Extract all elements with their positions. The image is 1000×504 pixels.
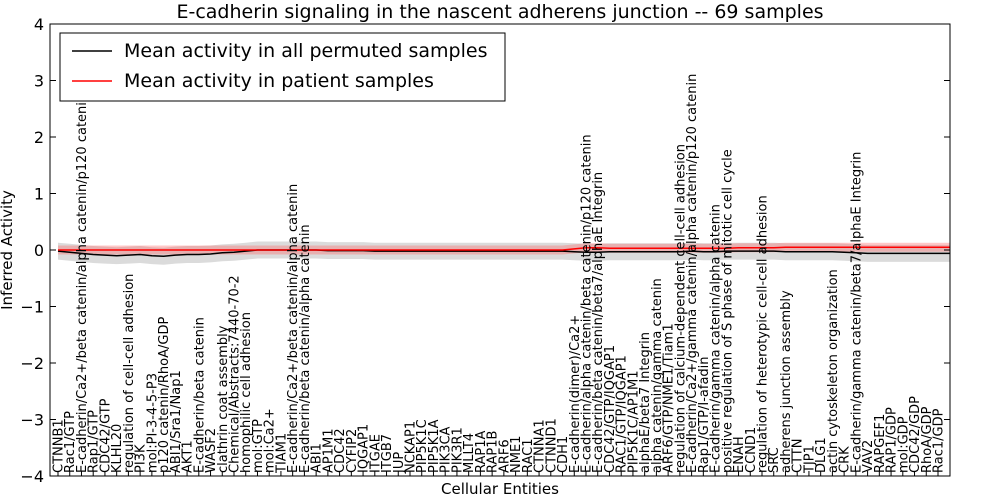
x-tick-label: Rac1/GDP xyxy=(932,408,947,473)
legend-box xyxy=(59,32,506,102)
band-permuted-spread xyxy=(58,241,950,265)
x-tick-label: PIP5K1A xyxy=(427,419,442,473)
x-tick-label: CTNNA1 xyxy=(533,419,548,473)
x-tick-label: ENAH xyxy=(732,436,747,473)
x-tick-label: CDC42/GTP xyxy=(98,398,113,473)
x-axis-label: Cellular Entities xyxy=(441,480,559,498)
x-tick-label: CDC42/GTP/IQGAP1 xyxy=(603,345,618,473)
x-tick-label: E-cadherin/alpha catenin/beta catenin/p1… xyxy=(580,134,595,473)
x-tick-label: CTNNB1 xyxy=(52,419,67,473)
x-tick-label: ITGAE xyxy=(368,434,383,473)
x-tick-label: alphaE/beta7 Integrin xyxy=(638,332,653,473)
line-patient xyxy=(58,246,950,251)
x-tick-label: PI3K xyxy=(134,444,149,473)
y-tick-label: −1 xyxy=(20,298,44,317)
x-tick-label: KLHL20 xyxy=(110,424,125,473)
x-tick-label: alpha catenin/gamma catenin xyxy=(650,278,665,473)
y-tick-label: 3 xyxy=(34,72,44,91)
x-tick-label: CCND1 xyxy=(744,427,759,473)
x-tick-label: SRC xyxy=(767,447,782,473)
x-tick-label: RAPGEF1 xyxy=(873,414,888,473)
x-tick-label: RAP1A xyxy=(474,430,489,473)
x-tick-label: mol:Ca2+ xyxy=(263,408,278,473)
x-tick-label: mol:GTP xyxy=(251,419,266,473)
x-tick-label: AP1M1 xyxy=(321,429,336,474)
x-tick-label: CTTN xyxy=(791,439,806,473)
legend: Mean activity in all permuted samples Me… xyxy=(59,32,506,102)
x-tick-label: VAV2 xyxy=(861,440,876,473)
x-tick-label: PIK3R1 xyxy=(450,427,465,473)
y-tick-label: 4 xyxy=(34,15,44,34)
x-tick-label: WASF2 xyxy=(204,428,219,473)
x-tick-label: positive regulation of S phase of mitoti… xyxy=(720,149,735,473)
y-axis-label: Inferred Activity xyxy=(0,190,16,310)
x-tick-label: ITGB7 xyxy=(380,434,395,473)
x-tick-label: DLG1 xyxy=(814,437,829,473)
x-tick-label: E-cadherin/beta catenin/alpha catenin xyxy=(298,224,313,473)
x-tick-label: Chemical/Abstracts:7440-70-2 xyxy=(228,275,243,473)
x-tick-label: E-cadherin/Ca2+/gamma catenin/alpha cate… xyxy=(685,74,700,473)
y-tick-label: 1 xyxy=(34,185,44,204)
x-tick-label: CRK xyxy=(838,446,853,473)
x-tick-label: E-cadherin/gamma catenin/alpha catenin xyxy=(709,204,724,473)
y-tick-label: 2 xyxy=(34,128,44,147)
x-tick-label: CDC42 xyxy=(333,428,348,473)
x-tick-label: PIP5K1C xyxy=(415,419,430,473)
x-tick-label: JUP xyxy=(392,452,407,474)
x-tick-label: ARF6 xyxy=(497,439,512,473)
x-tick-label: TJP1 xyxy=(802,445,817,474)
x-tick-label: MLLT4 xyxy=(462,433,477,473)
x-tick-label: E-cadherin/Ca2+/beta catenin/alpha caten… xyxy=(75,94,90,473)
y-tick-label: 0 xyxy=(34,241,44,260)
x-tick-label: NME1 xyxy=(509,436,524,473)
x-tick-label: TIAM1 xyxy=(274,433,289,474)
y-tick-label: −4 xyxy=(20,467,44,486)
x-tick-label: AKT1 xyxy=(181,440,196,473)
x-tick-label: RAC1/GTP/IQGAP1 xyxy=(615,355,630,473)
x-tick-label: RAP1B xyxy=(486,431,501,473)
x-tick-label: Rap1/GTP/I-afadin xyxy=(697,356,712,473)
x-tick-label: E-cadherin/beta catenin xyxy=(192,317,207,473)
chart-title: E-cadherin signaling in the nascent adhe… xyxy=(176,1,823,23)
x-tick-label: RAP1/GDP xyxy=(885,407,900,473)
x-tick-label: homophilic cell adhesion xyxy=(239,312,254,473)
x-tick-label: regulation of heterotypic cell-cell adhe… xyxy=(756,195,771,473)
x-tick-label: actin cytoskeleton organization xyxy=(826,269,841,473)
x-tick-label: regulation of cell-cell adhesion xyxy=(122,274,137,473)
x-tick-label: clathrin coat assembly xyxy=(216,325,231,473)
y-tick-label: −2 xyxy=(20,354,44,373)
x-tick-label: RAC1 xyxy=(521,438,536,473)
x-tick-label: CYFIP2 xyxy=(345,429,360,473)
x-tick-label: mol:GDP xyxy=(896,416,911,473)
x-tick-label: adherens junction assembly xyxy=(779,290,794,473)
x-tick-label: mol:PI-3-4-5-P3 xyxy=(145,373,160,473)
x-tick-label: NCKAP1 xyxy=(404,421,419,473)
x-tick-label: ABI1 xyxy=(310,443,325,473)
x-tick-label: E-cadherin/gamma catenin/beta7/alphaE In… xyxy=(849,152,864,473)
x-tick-label: ABI1/Sra1/Nap1 xyxy=(169,370,184,473)
x-tick-label: PIK3CA xyxy=(439,426,454,473)
x-tick-label: IQGAP1 xyxy=(357,424,372,473)
legend-label-permuted: Mean activity in all permuted samples xyxy=(124,40,487,62)
x-tick-label: RhoA/GDP xyxy=(920,406,935,473)
x-tick-label: CTNND1 xyxy=(544,418,559,473)
x-tick-label: CDH1 xyxy=(556,436,571,473)
y-tick-label: −3 xyxy=(20,411,44,430)
x-tick-label: p120 catenin/RhoA/GDP xyxy=(157,317,172,473)
x-tick-label: Rac1/GTP xyxy=(63,411,78,473)
x-tick-label: E-cadherin/Ca2+/beta catenin/alpha caten… xyxy=(286,184,301,473)
x-tick-label: ARF6/GTP/NME1/Tiam1 xyxy=(662,323,677,473)
x-tick-label: E-cadherin(dimer)/Ca2+ xyxy=(568,315,583,473)
x-tick-label: CDC42/GDP xyxy=(908,396,923,473)
x-tick-label: regulation of calcium-dependent cell-cel… xyxy=(673,144,688,473)
line-permuted xyxy=(57,249,950,257)
x-tick-label: PIP5K1C/AP1M1 xyxy=(626,370,641,473)
x-tick-label: Rap1/GTP xyxy=(87,410,102,473)
x-tick-label: E-cadherin/beta catenin/beta7/alphaE Int… xyxy=(591,172,606,473)
legend-label-patient: Mean activity in patient samples xyxy=(124,70,434,92)
